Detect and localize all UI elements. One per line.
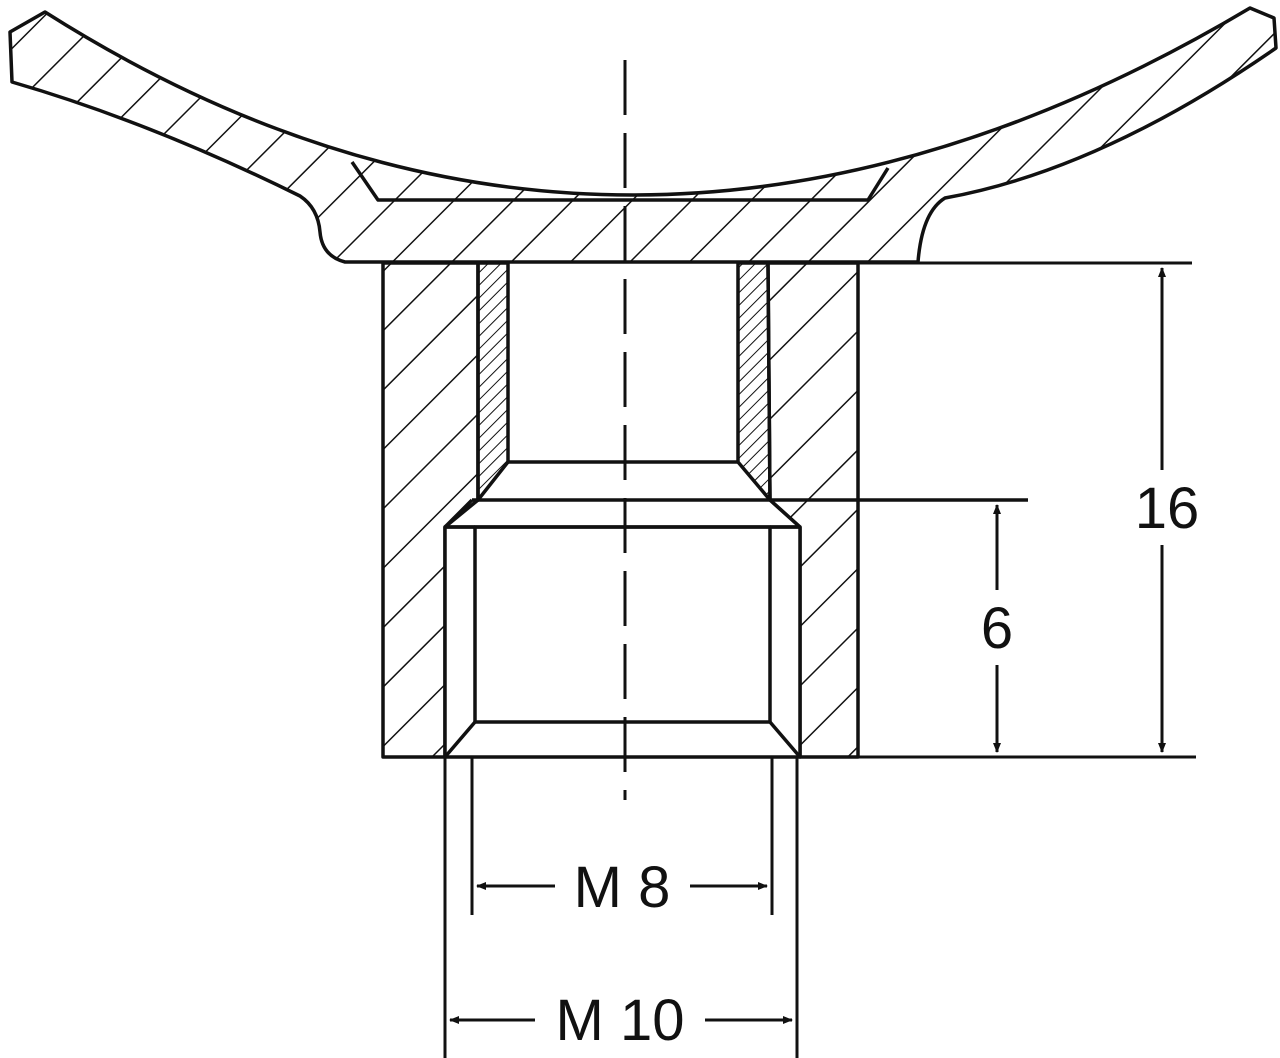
dim-label-m10: M 10: [556, 988, 685, 1053]
dish-section: [8, 6, 1278, 264]
dish-recess: [350, 161, 890, 202]
dim-label-m8: M 8: [574, 855, 671, 920]
lower-bore-inner: [473, 525, 772, 724]
thread-insert-right: [736, 261, 772, 502]
chamfer-lines: [443, 498, 802, 759]
dim-label-16: 16: [1135, 476, 1200, 541]
thread-insert-left: [476, 261, 510, 502]
lower-bore: [443, 525, 802, 759]
dim-label-6: 6: [981, 596, 1013, 661]
